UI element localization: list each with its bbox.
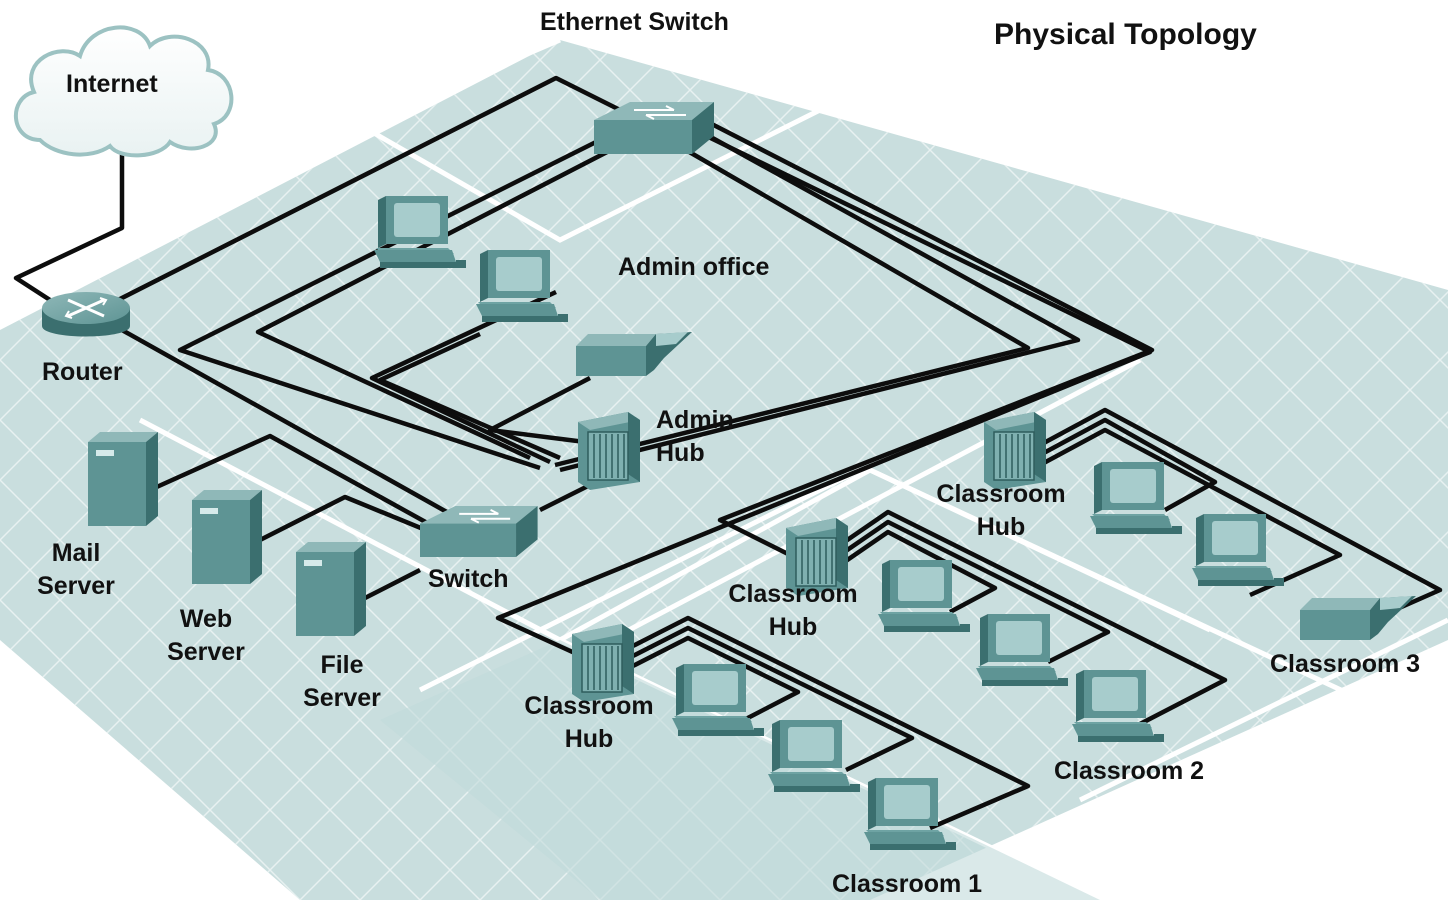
router-icon <box>42 292 130 337</box>
classroom-2-hub-label-line-2: Hub <box>768 613 818 641</box>
admin-hub-icon <box>577 411 641 491</box>
switch-label: Switch <box>428 565 509 593</box>
classroom-1-hub-label: Classroom Hub <box>514 690 664 756</box>
classroom-1-label: Classroom 1 <box>832 870 983 898</box>
file-server-label: File Server <box>294 649 390 715</box>
admin-hub-label-line-1: Admin <box>656 406 734 434</box>
classroom-3-hub-label-line-2: Hub <box>976 513 1026 541</box>
classroom-1-hub-label-line-2: Hub <box>564 725 614 753</box>
internet-cloud-icon <box>14 25 234 158</box>
web-server-label: Web Server <box>158 603 254 669</box>
admin-hub-label-line-2: Hub <box>656 439 705 467</box>
ethernet-switch-label: Ethernet Switch <box>540 8 729 36</box>
router-label: Router <box>42 358 123 386</box>
classroom-3-hub-label: Classroom Hub <box>926 478 1076 544</box>
mail-server-icon <box>88 432 158 526</box>
classroom-3-hub-label-line-1: Classroom <box>936 480 1066 508</box>
file-server-label-line-2: Server <box>303 684 381 712</box>
internet-label: Internet <box>66 70 158 98</box>
web-server-label-line-1: Web <box>179 605 233 633</box>
classroom-2-label: Classroom 2 <box>1054 757 1205 785</box>
diagram-title: Physical Topology <box>994 18 1257 51</box>
mail-server-label-line-1: Mail <box>51 539 101 567</box>
mail-server-label-line-2: Server <box>37 572 115 600</box>
classroom-2-hub-label-line-1: Classroom <box>728 580 858 608</box>
classroom-2-hub-label: Classroom Hub <box>718 578 868 644</box>
file-server-label-line-1: File <box>320 651 364 679</box>
classroom-1-hub-label-line-1: Classroom <box>524 692 654 720</box>
admin-office-label: Admin office <box>618 253 770 281</box>
admin-hub-label: Admin Hub <box>656 404 734 470</box>
web-server-label-line-2: Server <box>167 638 245 666</box>
classroom-3-label: Classroom 3 <box>1270 650 1421 678</box>
web-server-icon <box>192 490 262 584</box>
floor-plan <box>0 37 1448 900</box>
cabling <box>13 75 1443 831</box>
file-server-icon <box>296 542 366 636</box>
mail-server-label: Mail Server <box>28 537 124 603</box>
